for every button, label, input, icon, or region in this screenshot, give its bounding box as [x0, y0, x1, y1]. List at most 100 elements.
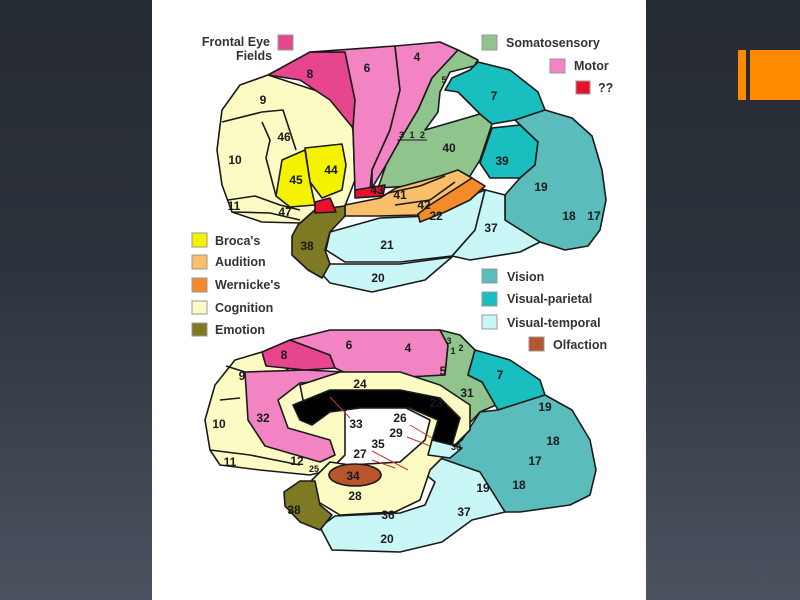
legend-label-broca: Broca's [215, 234, 260, 248]
area-label: 8 [281, 348, 288, 362]
legend-label-vision: Vision [507, 270, 544, 284]
area-label: 18 [512, 478, 526, 492]
legend-swatch-motor [549, 58, 566, 74]
area-label: 10 [228, 153, 242, 167]
legend-swatch-vision [481, 268, 498, 284]
area-label: 24 [353, 377, 367, 391]
area-label: 20 [371, 271, 385, 285]
legend-label-frontal-eye-2: Fields [236, 49, 272, 63]
area-label: 44 [324, 163, 338, 177]
area-label: 47 [278, 205, 292, 219]
area-label: 9 [260, 93, 267, 107]
area-label: 17 [587, 209, 601, 223]
legend-swatch-wernicke [191, 277, 208, 293]
area-label: 4 [414, 50, 421, 64]
area-label: 25 [309, 464, 319, 474]
area-label: 42 [417, 198, 431, 212]
region-visual-temporal-medial [319, 457, 506, 553]
legend-label-emotion: Emotion [215, 323, 265, 337]
area-label: 20 [380, 532, 394, 546]
legend-label-olfaction: Olfaction [553, 338, 607, 352]
area-label: 39 [495, 154, 509, 168]
region-30 [427, 439, 463, 459]
legend-label-unknown: ?? [598, 81, 613, 95]
area-label: 29 [389, 426, 403, 440]
area-label: 36 [381, 508, 395, 522]
area-label: 12 [290, 454, 304, 468]
area-label: 18 [562, 209, 576, 223]
legend-swatch-visual-temporal [481, 314, 498, 330]
region-22 [417, 177, 486, 223]
area-label: 45 [289, 173, 303, 187]
legend-swatch-cognition [191, 300, 208, 315]
area-label: 9 [239, 369, 246, 383]
medial-outlines [209, 365, 301, 466]
area-label: 4 [405, 341, 412, 355]
region-34 [328, 463, 382, 487]
area-label: 37 [484, 221, 498, 235]
region-11-47-outline [227, 195, 301, 221]
legend-label-motor: Motor [574, 59, 609, 73]
legend-label-frontal-eye: Frontal Eye [202, 35, 270, 49]
area-label: 43 [370, 183, 384, 197]
legend-swatch-emotion [191, 322, 208, 337]
medial-brain-view: 8 6 4 3 1 2 5 7 9 24 31 23 19 32 10 33 2… [204, 329, 597, 553]
legend-swatch-broca [191, 232, 208, 248]
area-label: 35 [371, 437, 385, 451]
area-label: 19 [538, 400, 552, 414]
region-21 [325, 189, 486, 263]
legend-label-cognition: Cognition [215, 301, 273, 315]
area-label: 28 [348, 489, 362, 503]
area-label: 34 [346, 469, 360, 483]
area-label: 10 [212, 417, 226, 431]
legend-swatch-unknown [575, 80, 591, 95]
area-label: 6 [364, 61, 371, 75]
area-label: 6 [346, 338, 353, 352]
leader-lines [329, 396, 433, 471]
region-38-medial [283, 480, 333, 531]
area-label: 7 [491, 89, 498, 103]
area-label: 33 [349, 417, 363, 431]
legend-right: Vision Visual-parietal Visual-temporal O… [481, 268, 607, 352]
area-label: 27 [353, 447, 367, 461]
area-label: 19 [534, 180, 548, 194]
area-label: 18 [546, 434, 560, 448]
area-label: 3 1 2 [399, 130, 425, 140]
area-label: 22 [429, 209, 443, 223]
slide-accent-bar [738, 50, 746, 100]
area-label: 17 [528, 454, 542, 468]
area-label: 30 [451, 442, 461, 452]
legend-label-audition: Audition [215, 255, 266, 269]
area-label: 38 [287, 503, 301, 517]
legend-label-somatosensory: Somatosensory [506, 36, 600, 50]
area-label: 2 [458, 343, 463, 353]
legend-swatch-olfaction [528, 336, 545, 352]
area-label: 5 [440, 364, 447, 378]
region-46-outline [221, 109, 297, 197]
corpus-callosum [292, 389, 461, 446]
legend-swatch-audition [191, 254, 208, 270]
area-label: 8 [307, 67, 314, 81]
area-label: 23 [429, 396, 443, 410]
slide-accent-square [750, 50, 800, 100]
area-label: 41 [393, 188, 407, 202]
area-label: 11 [228, 199, 241, 213]
legend-label-wernicke: Wernicke's [215, 278, 280, 292]
lateral-area-labels: 8 6 4 5 7 9 46 10 45 44 3 1 2 40 39 19 1… [228, 50, 601, 285]
legend-swatch-frontal-eye [277, 34, 294, 51]
area-label: 37 [457, 505, 471, 519]
area-label: 26 [393, 411, 407, 425]
legend-label-visual-parietal: Visual-parietal [507, 292, 592, 306]
legend-swatch-somatosensory [481, 34, 498, 51]
legend-label-visual-temporal: Visual-temporal [507, 316, 601, 330]
area-label: 21 [380, 238, 394, 252]
area-label: 40 [442, 141, 456, 155]
area-label: 7 [497, 368, 504, 382]
region-38 [291, 205, 346, 279]
area-label: 19 [476, 481, 490, 495]
region-unknown-small [314, 197, 337, 214]
area-label: 11 [224, 455, 237, 469]
region-41-42-outline [387, 175, 456, 206]
area-label: 46 [277, 130, 291, 144]
